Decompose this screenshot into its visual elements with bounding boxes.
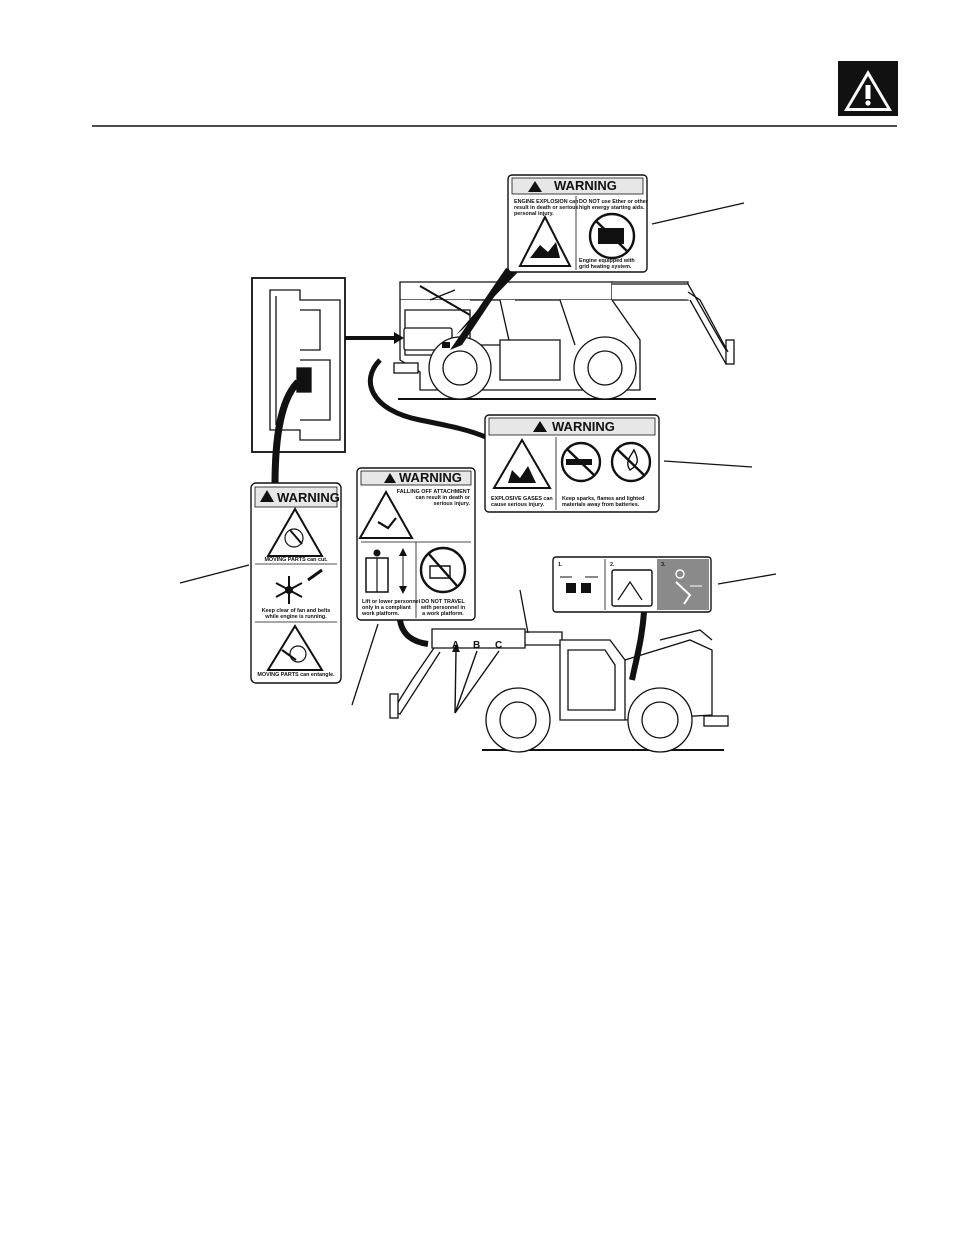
- engine-decal-right-2: high energy starting aids.: [579, 205, 645, 211]
- attachment-decal-left-1: Lift or lower personnel: [362, 599, 421, 605]
- battery-decal-title: WARNING: [552, 419, 615, 434]
- boom-position-marks: A B C: [452, 640, 502, 714]
- explosion-hazard-icon: [518, 214, 572, 267]
- engine-warning-decal: ! WARNING ENGINE EXPLOSION can result in…: [507, 174, 649, 273]
- no-starting-aid-icon: [588, 212, 636, 260]
- engine-decal-right-1: DO NOT use Ether or other: [579, 199, 649, 205]
- attachment-decal-left-3: work platform.: [361, 611, 400, 617]
- attachment-decal-top-2: can result in death or: [415, 495, 470, 501]
- attachment-decal-right-1: DO NOT TRAVEL: [421, 599, 465, 605]
- fan-decal-panel3: MOVING PARTS can entangle.: [257, 672, 335, 678]
- no-smoking-icon: [560, 441, 602, 483]
- cut-hazard-icon: [266, 506, 324, 557]
- fan-decal-panel2-1: Keep clear of fan and belts: [262, 608, 331, 614]
- falling-hazard-icon: [358, 489, 414, 539]
- fan-decal-panel2-2: while engine is running.: [264, 614, 327, 620]
- fan-decal-title: WARNING: [277, 490, 340, 505]
- attachment-decal-top-3: serious injury.: [434, 501, 471, 507]
- engine-decal-left-3: personal injury.: [514, 211, 554, 217]
- attachment-warning-decal: WARNING FALLING OFF ATTACHMENT can resul…: [356, 467, 476, 621]
- fan-decal-panel1: MOVING PARTS can cut.: [264, 557, 328, 563]
- attachment-decal-top-1: FALLING OFF ATTACHMENT: [397, 489, 471, 495]
- battery-decal-left-2: cause serious injury.: [491, 502, 545, 508]
- no-travel-icon: [419, 546, 467, 594]
- engine-decal-left-1: ENGINE EXPLOSION can: [514, 199, 578, 205]
- battery-decal-left-1: EXPLOSIVE GASES can: [491, 496, 553, 502]
- work-platform-icon: [365, 548, 407, 594]
- engine-decal-title: WARNING: [554, 178, 617, 193]
- warning-triangle-icon: [838, 61, 898, 116]
- person-rolling-icon: [675, 569, 702, 605]
- attachment-decal-right-2: with personnel in: [420, 605, 465, 611]
- battery-warning-decal: WARNING EXPLOSIVE GASES can cause seriou…: [484, 414, 660, 513]
- bottom-machine-drawing: [389, 628, 729, 753]
- cab-icon: [611, 569, 653, 607]
- attachment-decal-right-3: a work platform.: [422, 611, 464, 617]
- engine-decal-bottom-2: grid heating system.: [579, 264, 632, 270]
- radiator-inset: [251, 277, 346, 453]
- attachment-decal-left-2: only in a compliant: [362, 605, 411, 611]
- boom-mark-b: B: [473, 640, 480, 651]
- no-flame-icon: [610, 441, 652, 483]
- boom-mark-c: C: [495, 640, 502, 651]
- battery-decal-right-2: materials away from batteries.: [562, 502, 640, 508]
- step-3-label: 3.: [661, 562, 666, 568]
- engine-decal-left-2: result in death or serious: [514, 205, 578, 211]
- step-1-label: 1.: [558, 562, 563, 568]
- attachment-decal-title: WARNING: [399, 470, 462, 485]
- step-2-label: 2.: [610, 562, 615, 568]
- fan-blade-icon: [275, 568, 323, 604]
- top-machine-drawing: [393, 281, 735, 400]
- steps-decal: 1. 2. 3.: [552, 556, 712, 613]
- battery-decal-right-1: Keep sparks, flames and lighted: [562, 496, 644, 502]
- engine-decal-bottom-1: Engine equipped with: [579, 258, 635, 264]
- push-together-icon: [560, 576, 598, 593]
- fan-warning-decal: WARNING MOVING PARTS can cut. Keep clear…: [250, 482, 342, 684]
- explosive-gas-icon: [492, 438, 552, 489]
- entangle-hazard-icon: [266, 624, 324, 671]
